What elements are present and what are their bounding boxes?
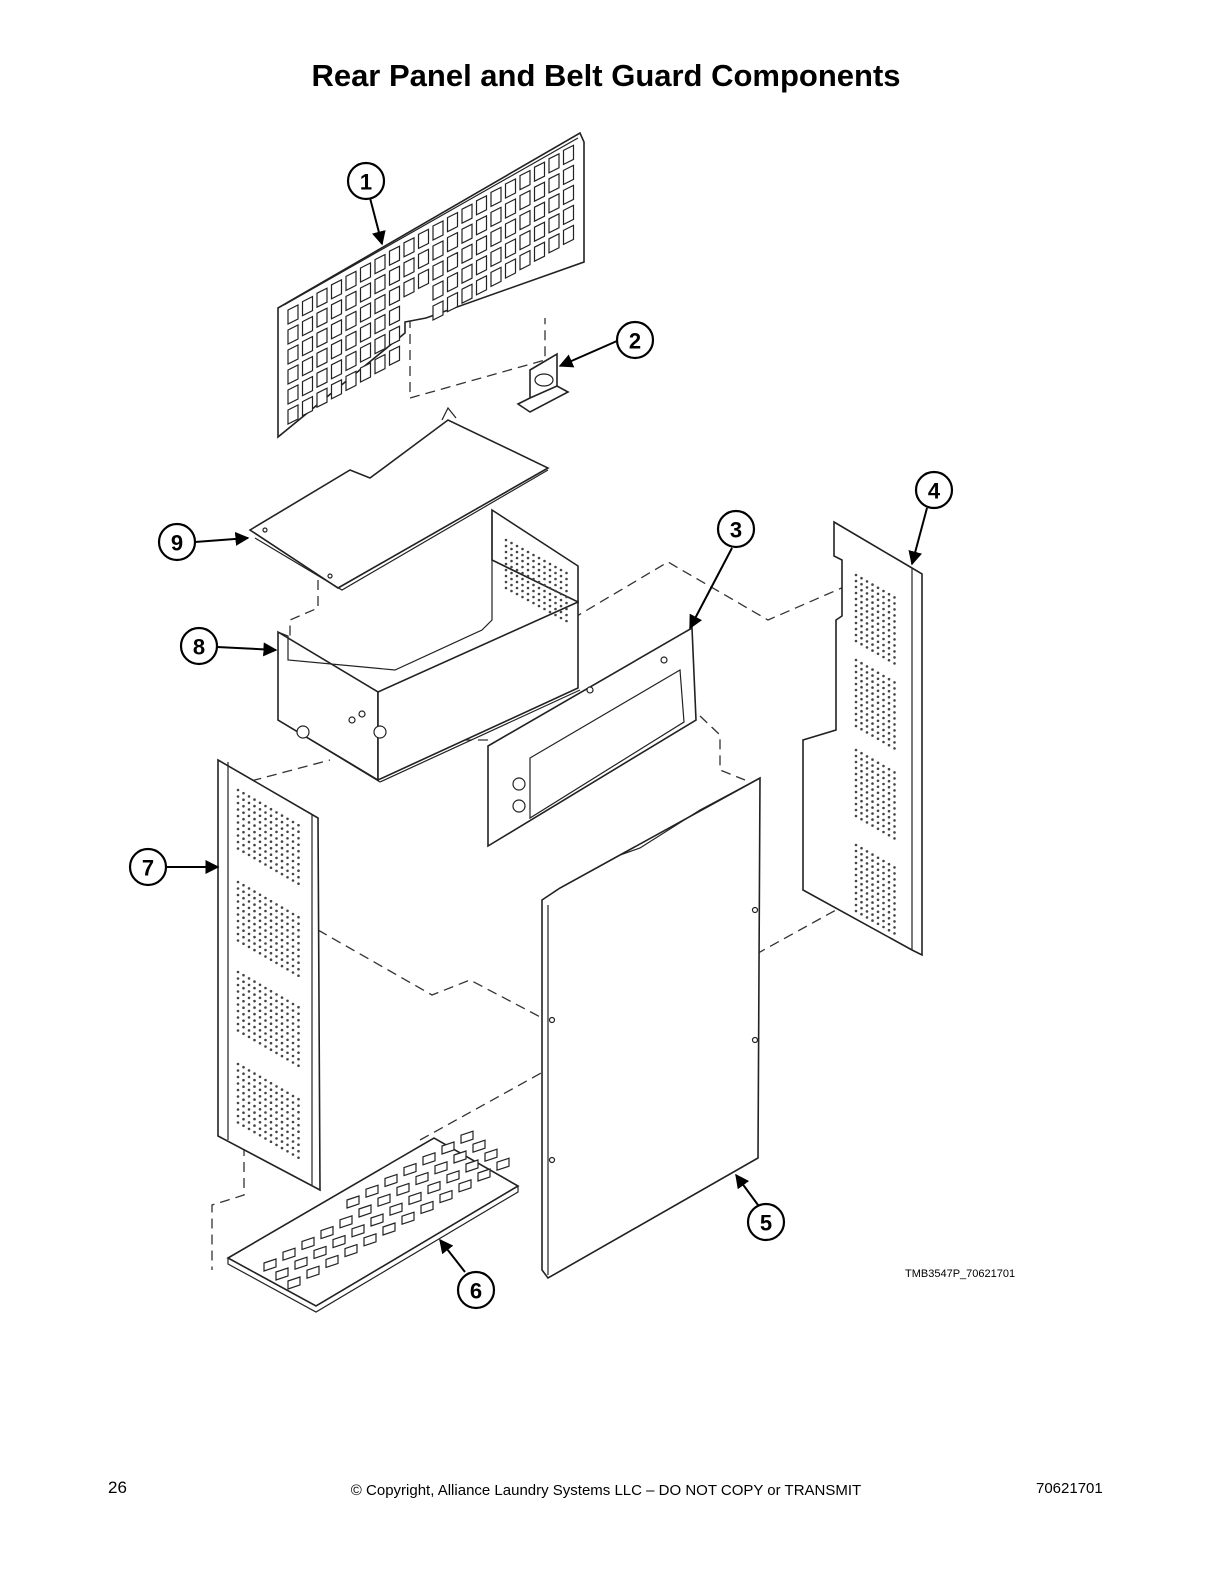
callout-2: 2 <box>615 320 655 360</box>
part-5-rear-panel <box>541 776 761 1280</box>
callout-5: 5 <box>746 1202 786 1242</box>
callout-4: 4 <box>914 470 954 510</box>
callout-1: 1 <box>346 161 386 201</box>
callout-7: 7 <box>128 847 168 887</box>
callout-1-label: 1 <box>360 170 372 195</box>
callout-6-label: 6 <box>470 1279 482 1304</box>
callout-leaders <box>167 197 928 1273</box>
callout-5-label: 5 <box>760 1211 772 1236</box>
part-9-top-cover <box>248 406 550 591</box>
callout-4-label: 4 <box>928 479 941 504</box>
drawing-id: TMB3547P_70621701 <box>905 1268 1015 1280</box>
part-1-grille-panel <box>277 131 585 439</box>
copyright-notice: © Copyright, Alliance Laundry Systems LL… <box>350 1482 862 1499</box>
part-4-side-panel-right <box>802 520 923 957</box>
callout-6: 6 <box>456 1270 496 1310</box>
callout-3-label: 3 <box>730 518 742 543</box>
callout-9-label: 9 <box>171 531 183 556</box>
callout-9: 9 <box>157 522 197 562</box>
page-title: Rear Panel and Belt Guard Components <box>311 58 901 93</box>
callout-7-label: 7 <box>142 856 154 881</box>
callout-8: 8 <box>179 626 219 666</box>
callout-8-label: 8 <box>193 635 205 660</box>
part-3-back-plate <box>487 626 697 848</box>
part-8-belt-guard-box <box>277 508 581 783</box>
part-7-side-panel-left <box>217 758 321 1192</box>
document-number: 70621701 <box>1036 1480 1103 1497</box>
page-number: 26 <box>108 1478 127 1497</box>
callout-3: 3 <box>716 509 756 549</box>
callout-2-label: 2 <box>629 329 641 354</box>
part-6-bottom-grille <box>226 1130 520 1313</box>
part-2-bracket <box>516 352 570 413</box>
